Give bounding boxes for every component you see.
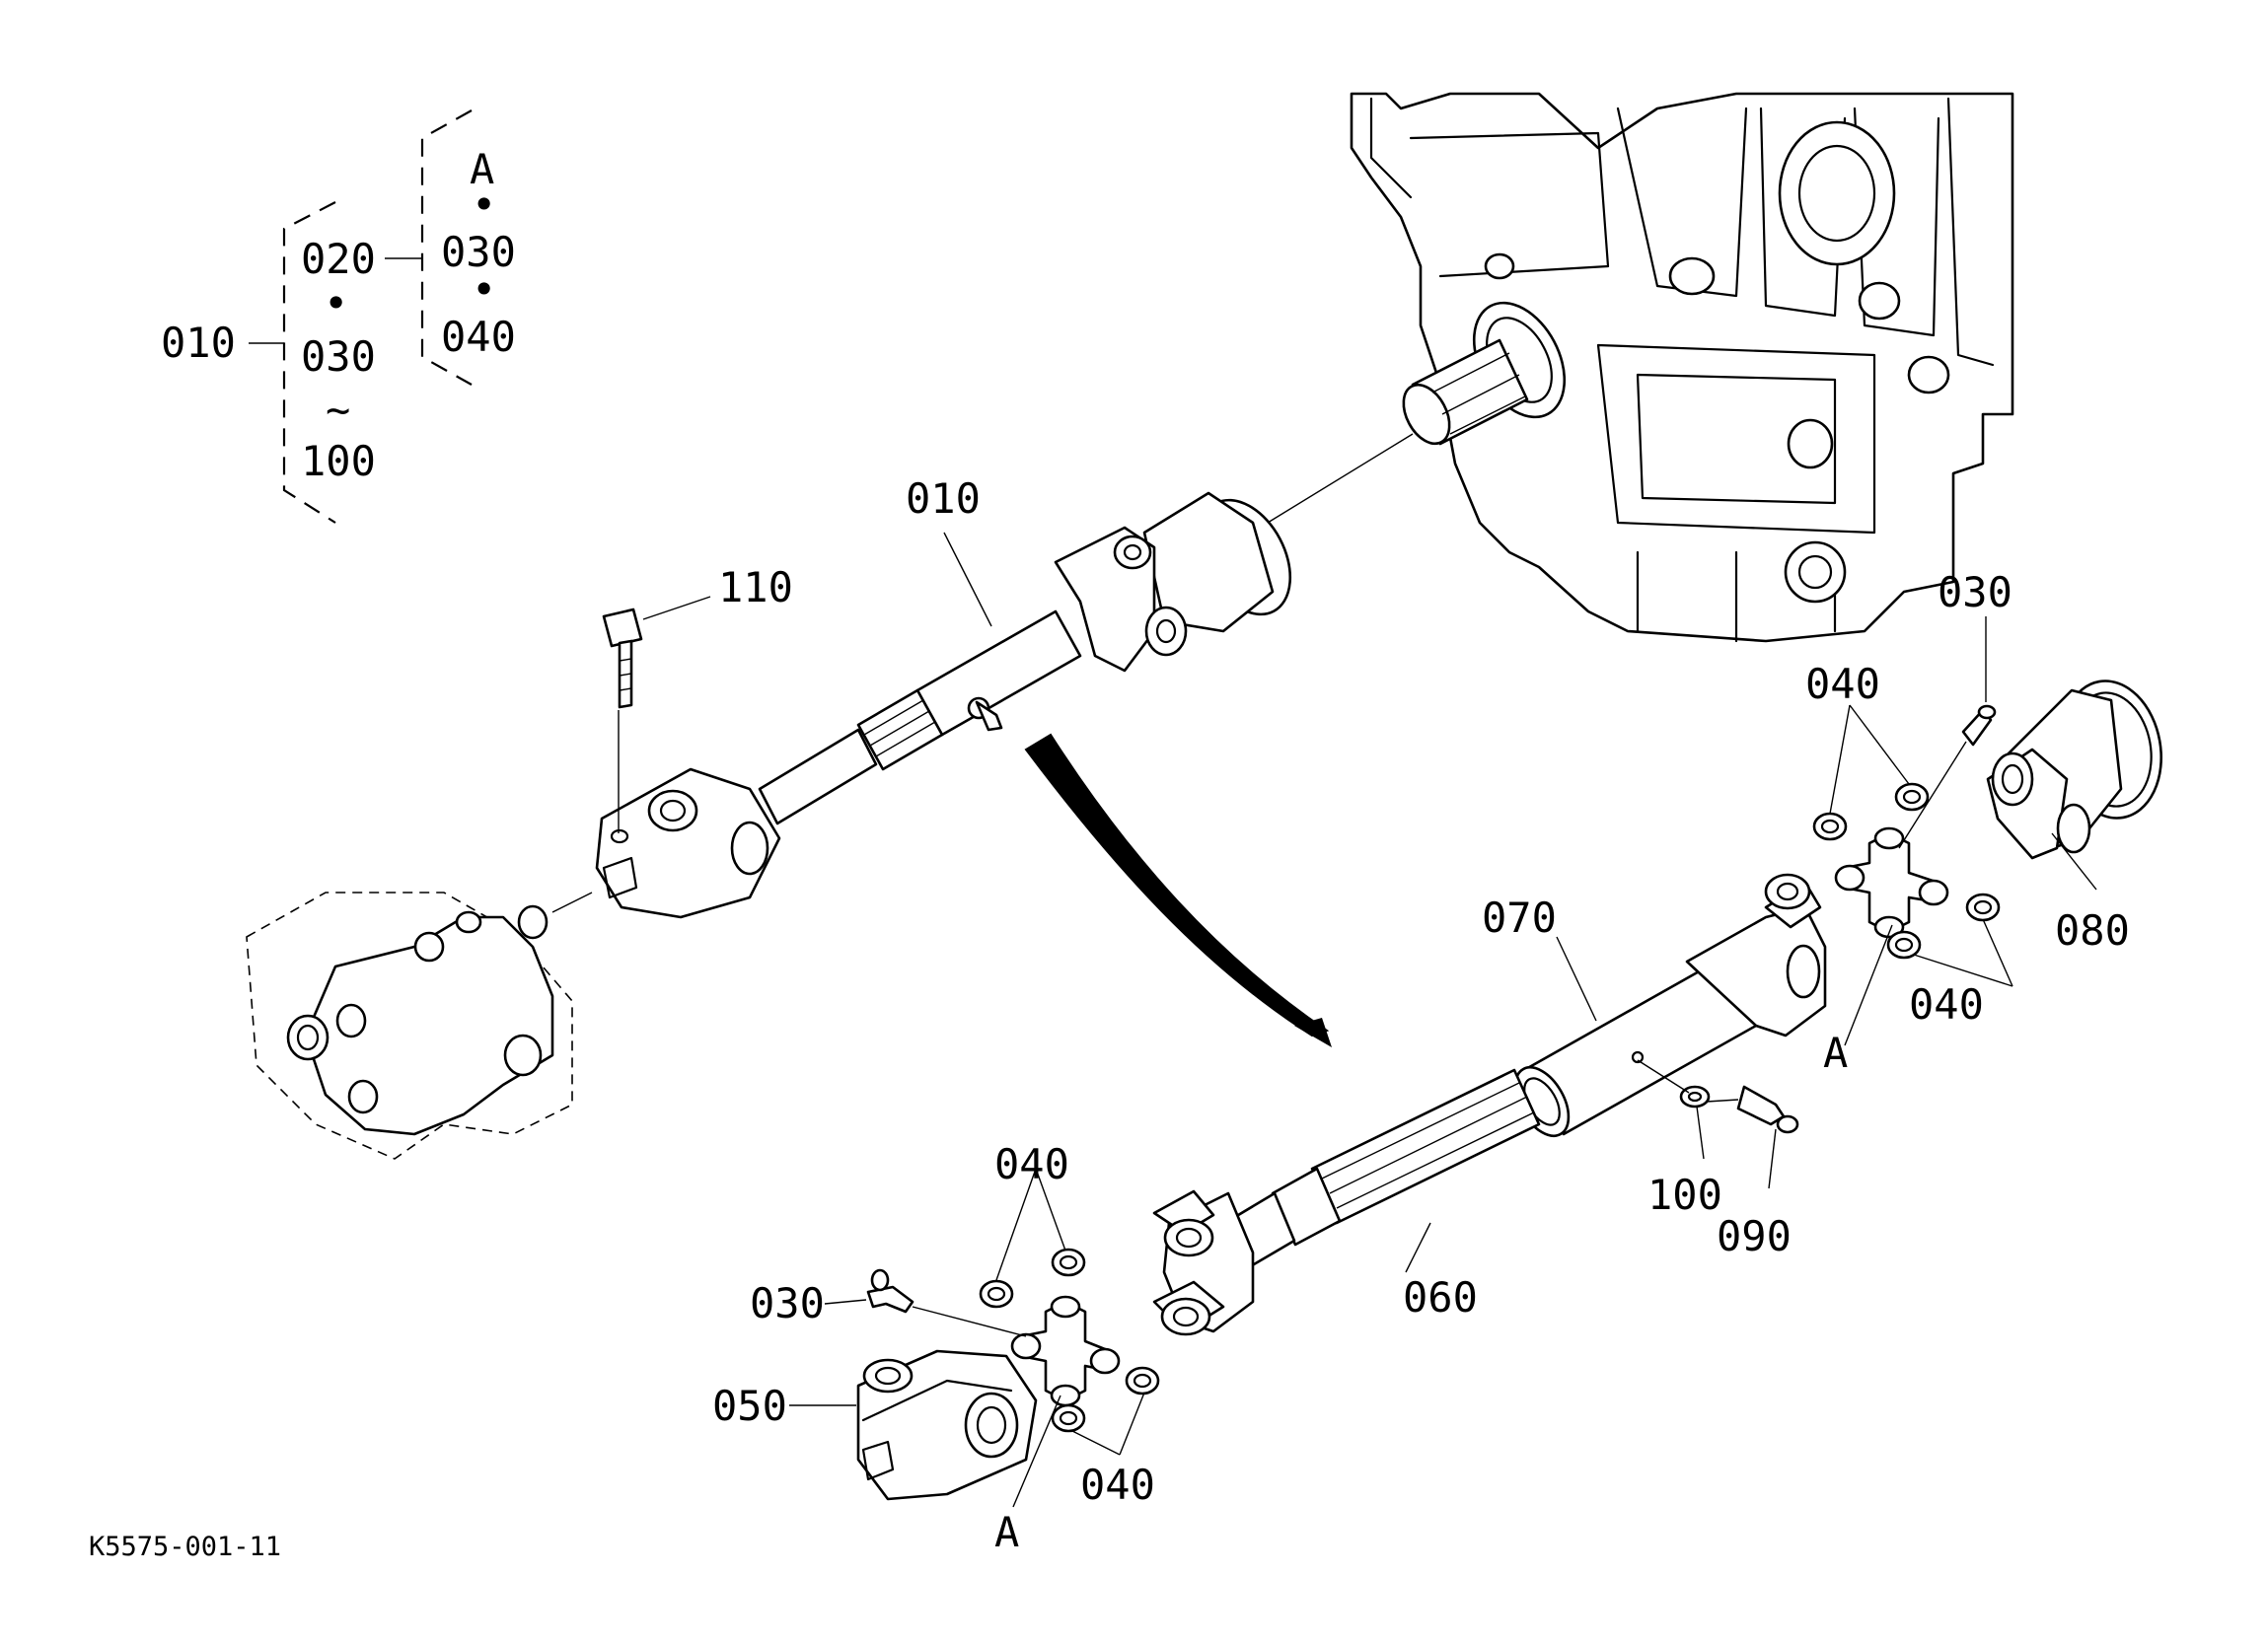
explode-arrow-head — [1294, 1018, 1332, 1047]
callout-030-bottom: 030 — [750, 1279, 825, 1327]
tree-right-dot-2: • — [472, 265, 496, 314]
tree-left-item-3: 100 — [301, 437, 376, 485]
pto-shaft-assembly — [595, 433, 1414, 919]
yoke-050 — [856, 1349, 1038, 1501]
transmission-housing — [1350, 92, 2014, 643]
grease-nipple-090 — [1706, 1085, 1799, 1134]
tree-right-item-2: 030 — [441, 228, 516, 276]
callout-040-bottom-upper: 040 — [994, 1140, 1069, 1188]
callout-060: 060 — [1403, 1273, 1478, 1322]
callout-040-top-lower: 040 — [1909, 980, 1984, 1029]
tree-right-dot-1: • — [472, 180, 496, 229]
callout-a-bottom: A — [994, 1508, 1019, 1556]
callout-030-top: 030 — [1938, 568, 2012, 616]
pump-housing — [246, 892, 593, 1160]
yoke-080 — [1986, 680, 2163, 860]
snap-rings-top — [1812, 782, 2001, 960]
callout-040-top-upper: 040 — [1805, 660, 1880, 708]
tree-left-item-1: 020 — [301, 235, 376, 283]
tree-left-range: ~ — [326, 386, 350, 434]
cross-kit-bottom — [1010, 1295, 1121, 1407]
leader-lines — [789, 532, 2097, 1508]
callout-050: 050 — [712, 1382, 787, 1430]
snap-rings-bottom — [979, 1248, 1160, 1433]
washer-100 — [1637, 1059, 1711, 1109]
tree-right-item-1: A — [470, 145, 494, 193]
callout-100: 100 — [1647, 1171, 1722, 1219]
callout-040-bottom-lower: 040 — [1080, 1461, 1155, 1509]
cross-kit-top — [1834, 826, 1949, 939]
bolt-110 — [602, 596, 711, 709]
callout-080: 080 — [2055, 906, 2130, 955]
callout-a-top: A — [1823, 1029, 1848, 1077]
callout-070: 070 — [1482, 894, 1557, 942]
grease-nipple-top — [1898, 704, 1997, 849]
labels: 010 020 • 030 ~ 100 A • 030 • 040 010 11… — [89, 145, 2130, 1562]
inner-shaft-060 — [1152, 1068, 1541, 1336]
drawing-code: K5575-001-11 — [89, 1532, 281, 1562]
callout-110: 110 — [718, 563, 793, 611]
grease-nipple-bottom — [866, 1268, 1027, 1337]
tree-right-item-3: 040 — [441, 313, 516, 361]
tree-root-label: 010 — [161, 319, 236, 367]
tree-left-item-2: 030 — [301, 332, 376, 381]
outer-tube-070 — [1513, 873, 1827, 1137]
tree-left-dot: • — [324, 279, 348, 327]
assembly-tree — [249, 109, 473, 524]
callout-090: 090 — [1717, 1212, 1792, 1260]
explode-arrow — [1024, 733, 1330, 1038]
callout-010: 010 — [906, 474, 981, 523]
